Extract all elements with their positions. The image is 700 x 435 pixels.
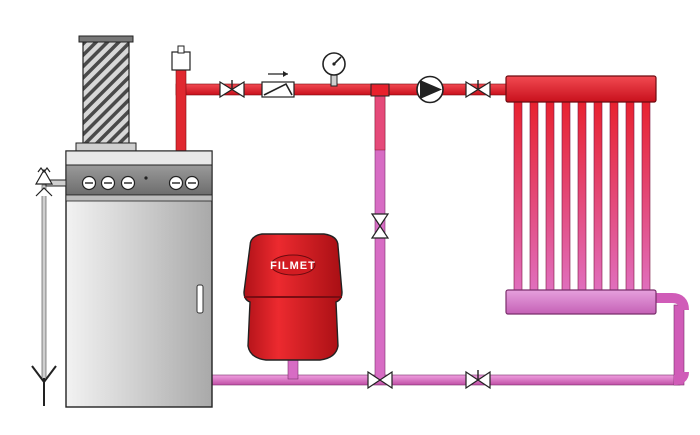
chimney-flue xyxy=(75,35,137,152)
air-vent xyxy=(171,45,191,71)
control-knobs xyxy=(81,175,200,191)
knob-icon xyxy=(168,175,184,191)
radiator-bottom-header xyxy=(505,289,657,315)
knob-icon xyxy=(81,175,97,191)
bypass-valve xyxy=(370,213,390,239)
tank-brand-label: FILMET xyxy=(270,260,316,272)
circulation-pump xyxy=(416,75,444,104)
shutoff-valve xyxy=(367,370,393,390)
indicator-dot xyxy=(144,176,148,180)
shutoff-valve xyxy=(465,370,491,390)
check-valve xyxy=(261,71,295,98)
tee-junction xyxy=(370,83,390,97)
boiler-door-handle xyxy=(196,284,204,314)
pressure-gauge xyxy=(322,52,346,87)
shutoff-valve xyxy=(465,80,491,99)
radiator-tubes xyxy=(513,97,651,295)
drain-funnel xyxy=(31,365,57,406)
expansion-tank: FILMET xyxy=(243,233,343,361)
safety-relief-valve xyxy=(34,167,67,197)
knob-icon xyxy=(100,175,116,191)
shutoff-valve xyxy=(219,80,245,99)
radiator-top-header xyxy=(505,75,657,103)
radiator xyxy=(505,75,657,315)
knob-icon xyxy=(184,175,200,191)
supply-pipe xyxy=(175,65,507,153)
knob-icon xyxy=(120,175,136,191)
